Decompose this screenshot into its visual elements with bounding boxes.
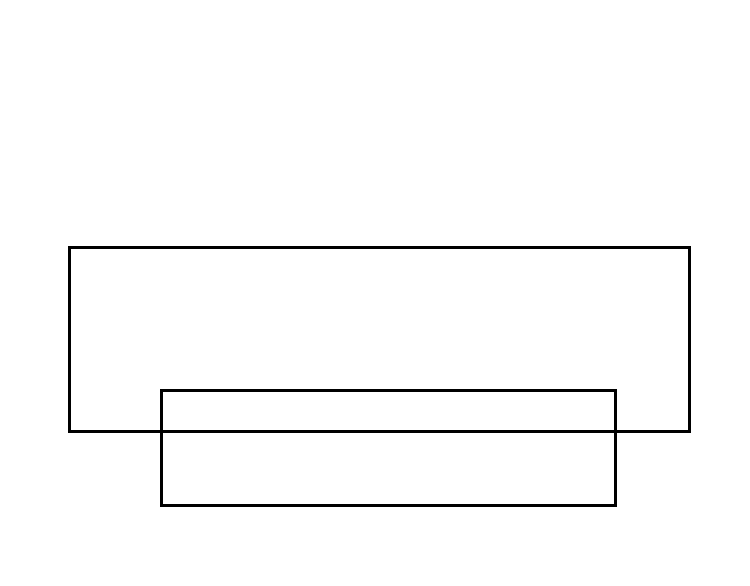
small-rectangle [160, 389, 617, 507]
large-rectangle [68, 246, 691, 433]
